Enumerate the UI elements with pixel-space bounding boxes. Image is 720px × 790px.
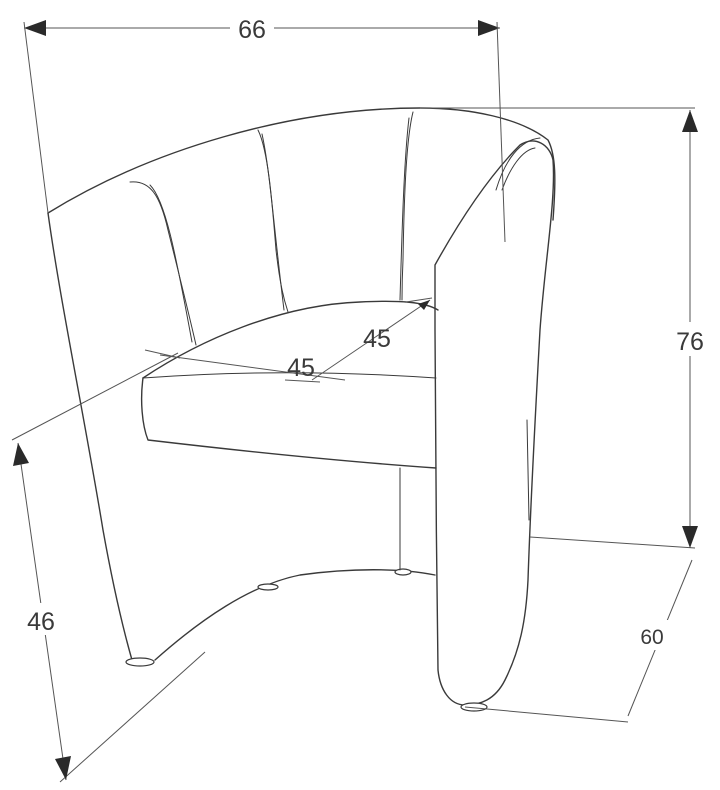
seat-width-tick-left bbox=[144, 349, 181, 359]
dimension-width: 66 bbox=[23, 14, 506, 243]
depth-ext-front bbox=[464, 706, 629, 723]
left-front-foot bbox=[125, 657, 155, 667]
chair bbox=[47, 107, 556, 712]
dimension-seat-height: 46 bbox=[11, 352, 206, 783]
seat-width-dim-line bbox=[159, 354, 346, 381]
left-back-foot bbox=[257, 583, 279, 591]
seat-height-label-bg bbox=[18, 603, 62, 635]
width-label: 66 bbox=[238, 16, 266, 44]
dimension-height: 76 bbox=[420, 107, 712, 549]
seat-cushion-front bbox=[140, 377, 437, 469]
right-arm-front bbox=[434, 140, 555, 706]
right-arm-inner-edge bbox=[526, 419, 530, 521]
seat-depth-tick-top bbox=[405, 297, 433, 303]
right-arm-lip-inner bbox=[501, 147, 536, 191]
depth-label: 60 bbox=[640, 626, 663, 649]
seat-cushion-top bbox=[142, 300, 439, 379]
seat-width-tick-center bbox=[284, 379, 321, 383]
width-arrow-left bbox=[24, 20, 46, 36]
seat-height-ext-top bbox=[11, 352, 179, 441]
seat-depth-arrow-top bbox=[418, 300, 430, 310]
width-ext-left bbox=[23, 21, 49, 214]
height-label-bg bbox=[668, 322, 712, 356]
back-seam-2b bbox=[261, 133, 285, 311]
back-seam-2 bbox=[257, 129, 289, 313]
seat-height-label: 46 bbox=[27, 608, 55, 636]
seat-cushion-edge bbox=[142, 372, 437, 379]
back-seam-3b bbox=[399, 117, 410, 301]
right-back-foot bbox=[394, 568, 412, 576]
seat-height-arrow-top bbox=[13, 443, 29, 466]
width-arrow-right bbox=[478, 20, 500, 36]
right-arm-lip bbox=[495, 137, 541, 191]
depth-label-bg bbox=[628, 620, 676, 650]
height-arrow-bottom bbox=[682, 526, 698, 548]
back-shell bbox=[47, 107, 556, 221]
height-arrow-top bbox=[682, 110, 698, 132]
back-seam-1b bbox=[149, 184, 193, 343]
right-front-foot bbox=[460, 702, 488, 712]
seat-height-arrow-bottom bbox=[55, 756, 71, 780]
seat-depth-label: 45 bbox=[363, 325, 391, 353]
left-side-panel bbox=[47, 212, 133, 661]
height-label: 76 bbox=[676, 328, 704, 356]
width-ext-right bbox=[496, 21, 506, 243]
width-label-bg bbox=[230, 14, 274, 42]
back-seam-1 bbox=[129, 181, 197, 346]
bottom-arch bbox=[154, 569, 436, 661]
seat-height-ext-bottom bbox=[59, 651, 206, 783]
height-ext-bottom bbox=[529, 536, 696, 549]
dimension-seat: 45 45 bbox=[144, 297, 433, 383]
seat-depth-dim-line bbox=[311, 299, 431, 381]
dimension-depth: 60 bbox=[464, 559, 693, 723]
back-seam-3 bbox=[401, 111, 414, 301]
seat-width-label: 45 bbox=[287, 354, 315, 382]
